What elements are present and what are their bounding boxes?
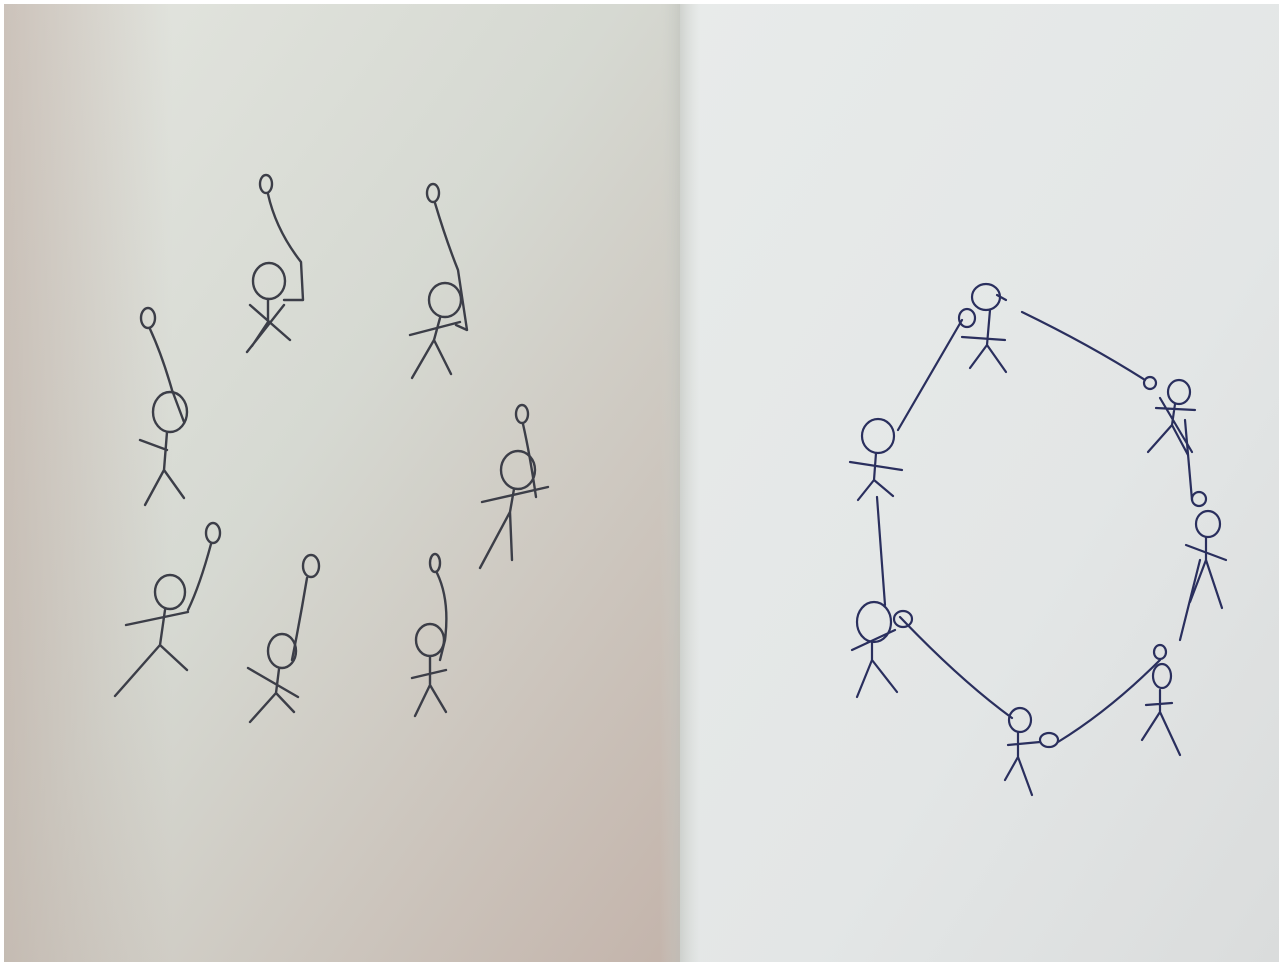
page-fold [660, 0, 700, 966]
right-page [680, 0, 1283, 966]
left-page-shadow [0, 0, 690, 966]
